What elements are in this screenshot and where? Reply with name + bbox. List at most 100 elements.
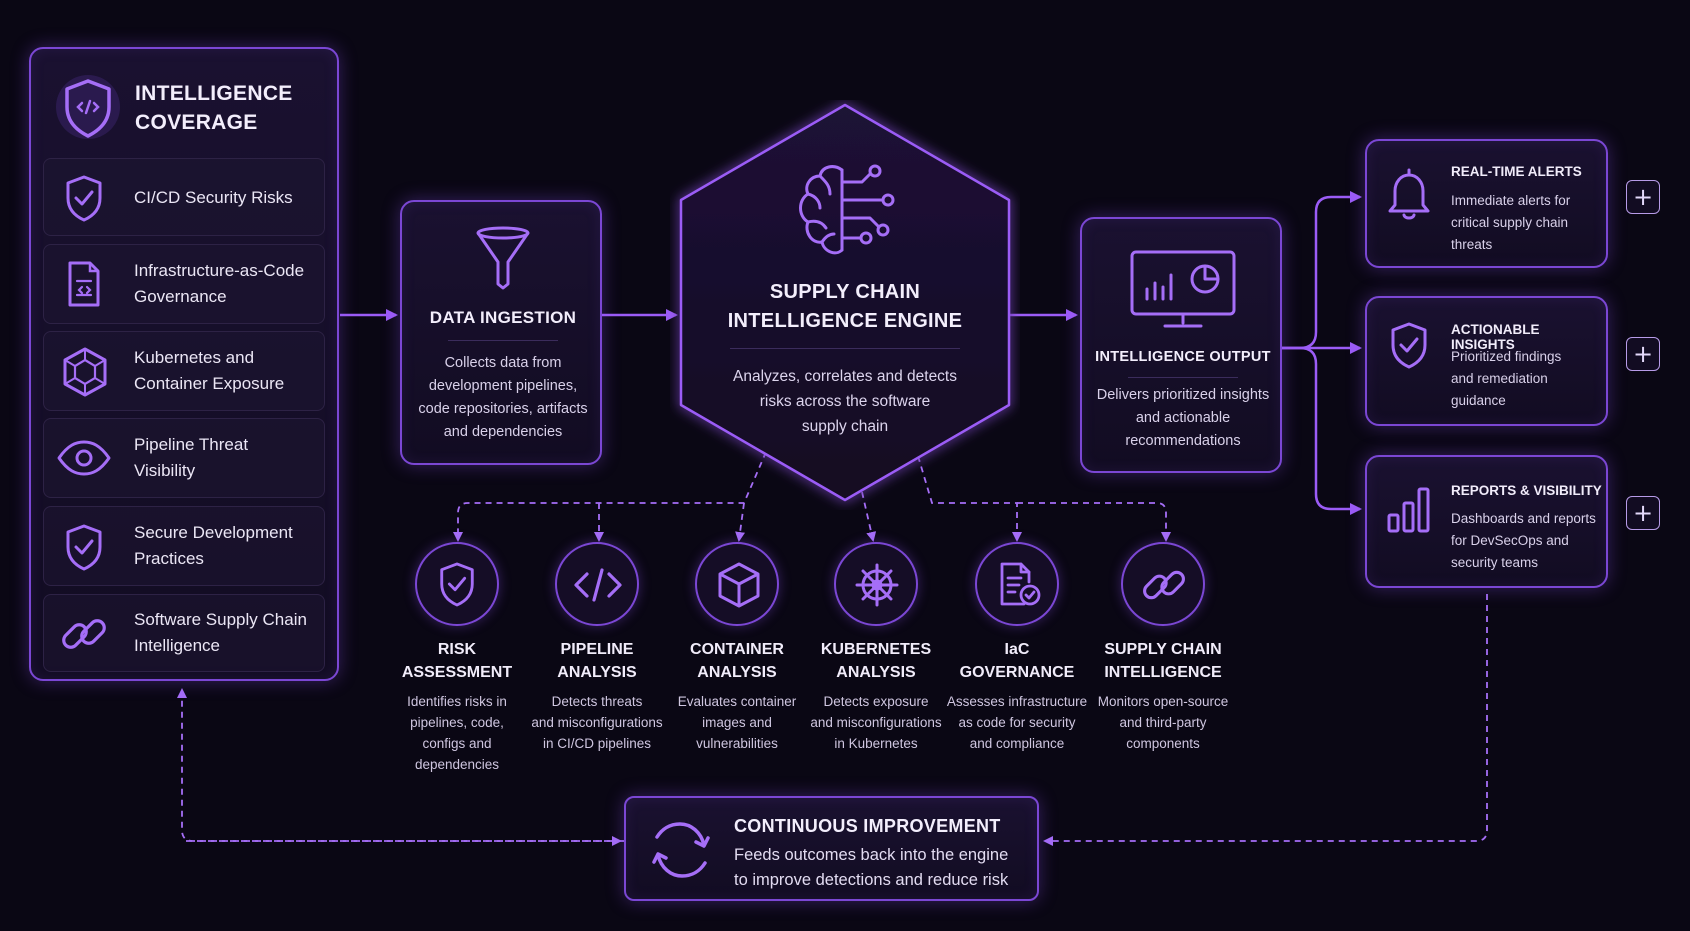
- actionable-insights-title: ACTIONABLE INSIGHTS: [1451, 322, 1540, 352]
- data-ingestion-card: DATA INGESTION Collects data from develo…: [400, 200, 602, 465]
- plus-icon: +: [1632, 340, 1654, 368]
- reports-visibility-card[interactable]: REPORTS & VISIBILITY Dashboards and repo…: [1365, 455, 1608, 588]
- supply-chain-intelligence-node[interactable]: [1121, 542, 1205, 626]
- coverage-item-kubernetes-line2: Container Exposure: [134, 374, 285, 393]
- risk-assessment-desc-line3: configs and: [422, 736, 492, 751]
- engine-desc-line2: risks across the software: [759, 393, 931, 410]
- engine-desc-line3: supply chain: [801, 418, 889, 435]
- container-analysis-node[interactable]: [695, 542, 779, 626]
- helm-wheel-icon: [855, 563, 899, 607]
- risk-assessment-node[interactable]: [415, 542, 499, 626]
- dash-engine-to-iac: [917, 455, 1022, 542]
- shield-check-icon: [1391, 322, 1427, 369]
- intelligence-output-title: INTELLIGENCE OUTPUT: [1095, 349, 1271, 365]
- real-time-alerts-title: REAL-TIME ALERTS: [1451, 164, 1582, 179]
- dash-engine-to-supplychain: [1017, 502, 1171, 542]
- iac-governance-title-line2: GOVERNANCE: [959, 664, 1075, 681]
- coverage-item-supply-chain-line1: Software Supply Chain: [134, 610, 307, 629]
- refresh-cycle-icon: [652, 822, 710, 878]
- brain-circuit-icon: [799, 164, 895, 255]
- real-time-alerts-card[interactable]: REAL-TIME ALERTS Immediate alerts for cr…: [1365, 139, 1608, 268]
- engine-title: SUPPLY CHAIN INTELLIGENCE ENGINE: [670, 278, 1020, 336]
- continuous-improvement-desc-line2: to improve detections and reduce risk: [734, 871, 1009, 889]
- container-analysis-desc-line2: images and: [702, 715, 772, 730]
- coverage-item-kubernetes[interactable]: Kubernetes and Container Exposure: [43, 331, 325, 411]
- reports-visibility-desc-line3: security teams: [1451, 555, 1539, 570]
- kubernetes-analysis-title: KUBERNETES ANALYSIS: [801, 638, 951, 684]
- iac-governance-desc: Assesses infrastructure as code for secu…: [937, 691, 1097, 754]
- plus-icon: +: [1632, 499, 1654, 527]
- coverage-item-kubernetes-label: Kubernetes and Container Exposure: [134, 345, 284, 397]
- coverage-item-supply-chain-label: Software Supply Chain Intelligence: [134, 607, 307, 659]
- real-time-alerts-expand-button[interactable]: +: [1626, 180, 1660, 214]
- risk-assessment-title: RISK ASSESSMENT: [382, 638, 532, 684]
- pipeline-analysis-title: PIPELINE ANALYSIS: [522, 638, 672, 684]
- coverage-item-cicd[interactable]: CI/CD Security Risks: [43, 158, 325, 236]
- actionable-insights-desc: Prioritized findings and remediation gui…: [1451, 346, 1601, 412]
- bell-icon: [1388, 168, 1430, 220]
- eye-icon: [57, 440, 111, 476]
- engine-title-line2: INTELLIGENCE ENGINE: [727, 310, 963, 332]
- intelligence-output-desc: Delivers prioritized insights and action…: [1082, 384, 1284, 453]
- coverage-title: INTELLIGENCE COVERAGE: [135, 79, 293, 137]
- coverage-item-secure-dev-label: Secure Development Practices: [134, 520, 293, 572]
- coverage-item-supply-chain-line2: Intelligence: [134, 636, 221, 655]
- coverage-panel: INTELLIGENCE COVERAGE CI/CD Security Ris…: [29, 47, 339, 681]
- coverage-item-iac[interactable]: Infrastructure-as-Code Governance: [43, 244, 325, 324]
- supply-chain-intelligence-title: SUPPLY CHAIN INTELLIGENCE: [1088, 638, 1238, 684]
- pipeline-analysis-title-line2: ANALYSIS: [557, 664, 637, 681]
- code-document-icon: [68, 261, 100, 307]
- dash-engine-to-kubernetes: [861, 491, 877, 542]
- actionable-insights-expand-button[interactable]: +: [1626, 337, 1660, 371]
- kubernetes-analysis-desc-line2: and misconfigurations: [810, 715, 942, 730]
- actionable-insights-card[interactable]: ACTIONABLE INSIGHTS Prioritized findings…: [1365, 296, 1608, 426]
- reports-visibility-expand-button[interactable]: +: [1626, 496, 1660, 530]
- iac-governance-title: IaC GOVERNANCE: [942, 638, 1092, 684]
- reports-visibility-desc-line2: for DevSecOps and: [1451, 533, 1569, 548]
- data-ingestion-title: DATA INGESTION: [429, 308, 577, 327]
- actionable-insights-desc-line2: and remediation: [1451, 371, 1548, 386]
- real-time-alerts-desc: Immediate alerts for critical supply cha…: [1451, 190, 1601, 256]
- pipeline-analysis-desc-line1: Detects threats: [551, 694, 643, 709]
- supply-chain-intelligence-title-line2: INTELLIGENCE: [1104, 664, 1222, 681]
- container-analysis-title-line2: ANALYSIS: [697, 664, 777, 681]
- coverage-header-icon-wrap: [55, 69, 121, 145]
- supply-chain-intelligence-title-line1: SUPPLY CHAIN: [1104, 641, 1222, 658]
- document-check-icon: [1000, 562, 1041, 606]
- supply-chain-intelligence-desc-line1: Monitors open-source: [1097, 694, 1229, 709]
- coverage-item-pipeline-line2: Visibility: [134, 461, 196, 480]
- pipeline-analysis-desc-line3: in CI/CD pipelines: [542, 736, 652, 751]
- continuous-improvement-card[interactable]: CONTINUOUS IMPROVEMENT Feeds outcomes ba…: [624, 796, 1039, 901]
- kubernetes-analysis-node[interactable]: [834, 542, 918, 626]
- coverage-item-pipeline[interactable]: Pipeline Threat Visibility: [43, 418, 325, 498]
- dash-engine-to-risk: [453, 451, 767, 542]
- coverage-item-pipeline-line1: Pipeline Threat: [134, 435, 249, 454]
- cube-network-icon: [63, 347, 107, 397]
- pipeline-analysis-node[interactable]: [555, 542, 639, 626]
- coverage-item-pipeline-label: Pipeline Threat Visibility: [134, 432, 248, 484]
- coverage-item-iac-line1: Infrastructure-as-Code: [134, 261, 305, 280]
- coverage-item-secure-dev-line2: Practices: [134, 549, 204, 568]
- coverage-item-supply-chain[interactable]: Software Supply Chain Intelligence: [43, 594, 325, 672]
- reports-visibility-title: REPORTS & VISIBILITY: [1451, 483, 1602, 498]
- iac-governance-node[interactable]: [975, 542, 1059, 626]
- data-ingestion-desc-line1: Collects data from: [444, 355, 562, 371]
- continuous-improvement-title: CONTINUOUS IMPROVEMENT: [734, 816, 1001, 836]
- shield-check-icon: [66, 524, 102, 571]
- data-ingestion-divider: [448, 340, 558, 341]
- reports-visibility-desc-line1: Dashboards and reports: [1451, 511, 1596, 526]
- supply-chain-intelligence-desc: Monitors open-source and third-party com…: [1083, 691, 1243, 754]
- engine-desc-line1: Analyzes, correlates and detects: [732, 368, 957, 385]
- coverage-item-secure-dev[interactable]: Secure Development Practices: [43, 506, 325, 586]
- data-ingestion-desc-line3: code repositories, artifacts: [418, 401, 588, 417]
- real-time-alerts-desc-line3: threats: [1451, 237, 1493, 252]
- intelligence-output-desc-line2: and actionable: [1135, 410, 1231, 426]
- intelligence-output-desc-line1: Delivers prioritized insights: [1096, 387, 1270, 403]
- continuous-improvement-desc-line1: Feeds outcomes back into the engine: [734, 846, 1009, 864]
- engine-title-line1: SUPPLY CHAIN: [769, 281, 921, 303]
- iac-governance-desc-line1: Assesses infrastructure: [946, 694, 1088, 709]
- intelligence-output-divider: [1128, 377, 1238, 378]
- data-ingestion-desc-line4: and dependencies: [443, 424, 563, 440]
- kubernetes-analysis-title-line2: ANALYSIS: [836, 664, 916, 681]
